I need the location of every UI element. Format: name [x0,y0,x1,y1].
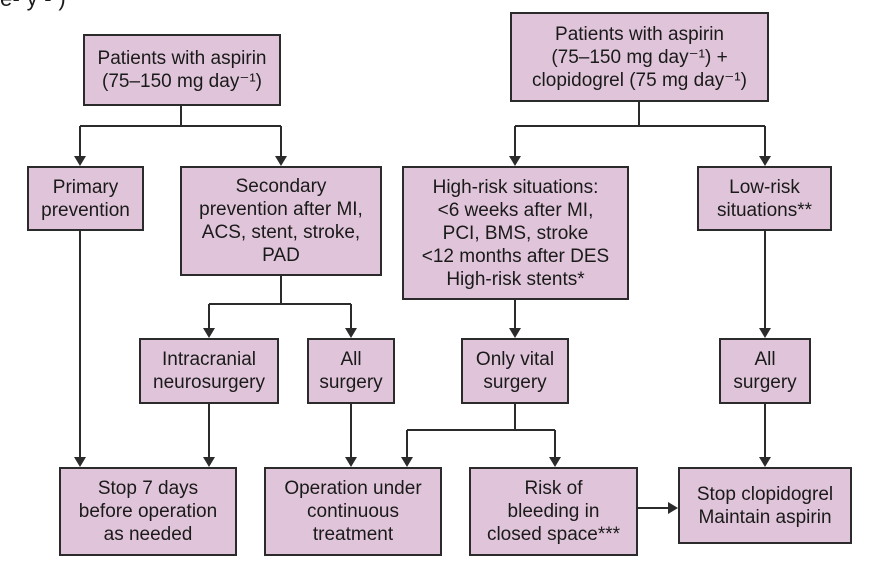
all-surgery-right-box: All surgery [719,338,811,404]
left-root-box: Patients with aspirin (75–150 mg day⁻¹) [83,34,281,106]
high-risk-box: High-risk situations: <6 weeks after MI,… [402,166,629,300]
right-root-box: Patients with aspirin (75–150 mg day⁻¹) … [510,12,769,102]
low-risk-box: Low-risk situations** [697,166,832,231]
continuous-treatment-box: Operation under continuous treatment [264,467,442,556]
cropped-top-text: e- y - ) [0,0,874,12]
secondary-prevention-box: Secondary prevention after MI, ACS, sten… [180,166,382,276]
intracranial-box: Intracranial neurosurgery [139,338,279,404]
stop-7-days-box: Stop 7 days before operation as needed [59,467,237,556]
primary-prevention-box: Primary prevention [27,166,144,231]
all-surgery-left-box: All surgery [307,338,395,404]
bleeding-risk-box: Risk of bleeding in closed space*** [469,467,638,556]
stop-clopidogrel-box: Stop clopidogrel Maintain aspirin [678,467,852,544]
vital-surgery-box: Only vital surgery [461,338,569,404]
